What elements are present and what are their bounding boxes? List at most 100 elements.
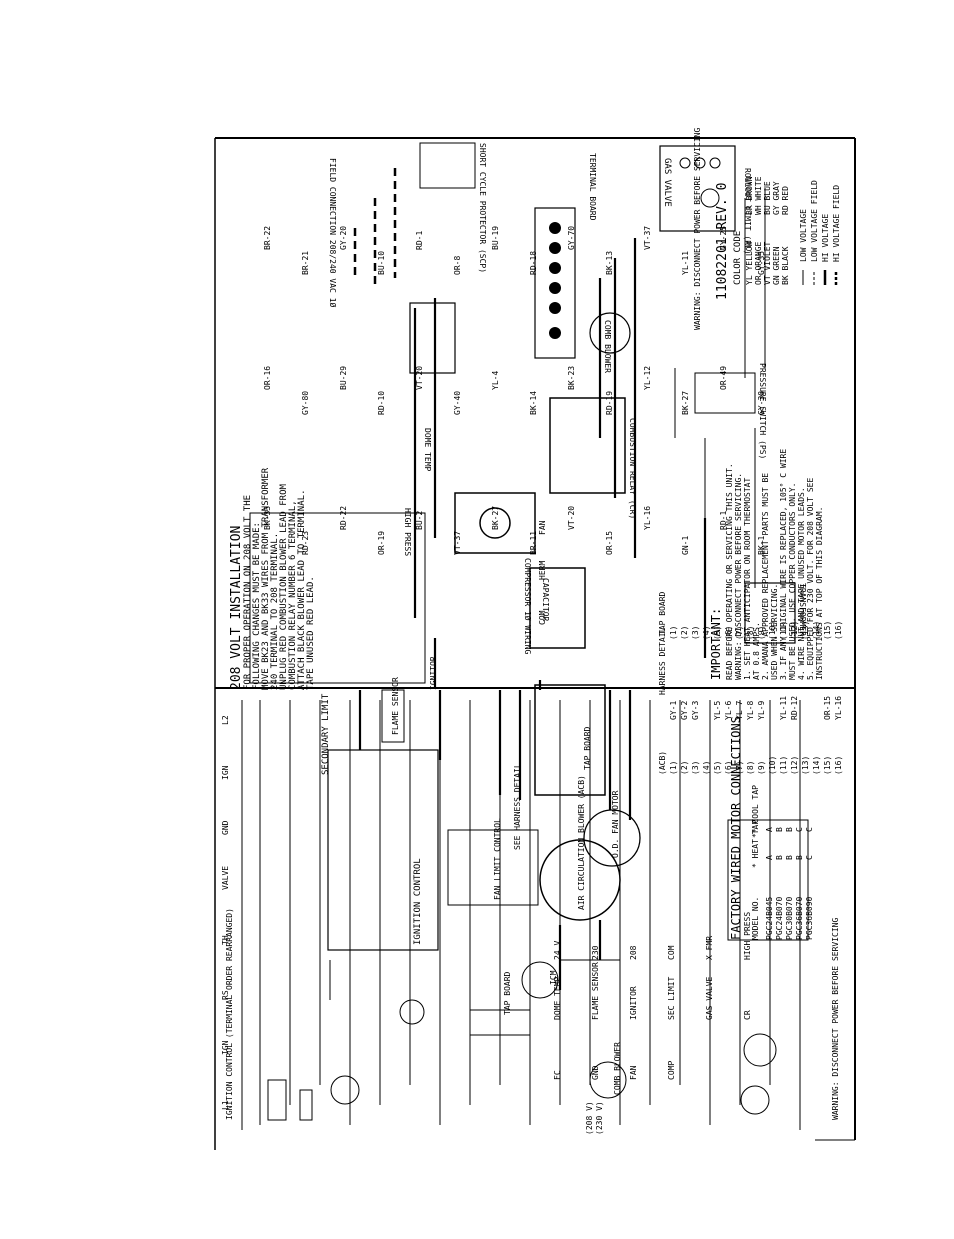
- ignition-control-box: [327, 749, 439, 951]
- lower-light-wires: [329, 950, 620, 1000]
- harness-tap-cell: (4): [702, 626, 711, 640]
- color-code-right: BR BROWN: [745, 176, 754, 215]
- wire-label: YL-16: [643, 506, 652, 530]
- ladder-misc-label: 24 V: [553, 941, 562, 960]
- ladder-tap-board: [469, 1009, 531, 1036]
- ladder-ps-symbol: [330, 1075, 360, 1105]
- harness-acb-cell: (11): [779, 756, 788, 775]
- motor-cool-cell: B: [785, 827, 794, 832]
- harness-acb-cell: (3): [691, 761, 700, 775]
- motor-heat-cell: C: [805, 855, 814, 860]
- wire-label: VT-20: [415, 366, 424, 390]
- ladder-volt-label: (230 V): [595, 1101, 604, 1135]
- wire-label: BR-22: [263, 226, 272, 250]
- scp-label: SHORT CYCLE PROTECTOR (SCP): [478, 143, 487, 273]
- harness-rows: (1)GY-1(1)(2)GY-2(2)(3)GY-3(3)(4)(4)(5)Y…: [669, 621, 843, 775]
- wire-label: GY-25: [719, 226, 728, 250]
- gas-valve-terminal-p: [679, 157, 691, 169]
- secondary-limit-label: SECONDARY LIMIT: [321, 693, 331, 775]
- wire-label: BK-27: [681, 391, 690, 415]
- color-code-right: BU BLUE: [763, 181, 772, 215]
- capacitor: [529, 567, 586, 649]
- important-line: 3. IF ANY ORIGINAL WIRE IS REPLACED, 105…: [779, 449, 788, 680]
- legend-label: LOW VOLTAGE: [799, 209, 808, 262]
- rollout-label: ROLLOUT LIMIT (RL): [743, 168, 752, 255]
- combustion-relay-box: [549, 397, 626, 494]
- title-block: 208 VOLT INSTALLATION FOR PROPER OPERATI…: [229, 467, 316, 690]
- warning-label: WARNING: DISCONNECT POWER BEFORE SERVICI…: [693, 128, 702, 330]
- ladder-volt-label: (208 V): [585, 1101, 594, 1135]
- harness-wire-cell: YL-11: [779, 696, 788, 720]
- capacitor-terminal: COM: [538, 610, 547, 625]
- harness-acb-head: (ACB): [658, 751, 667, 775]
- ladder-misc-label: COM: [667, 945, 676, 960]
- important-line: USED WHEN SERVICING.: [770, 584, 779, 680]
- fan-limit-label: FAN LIMIT CONTROL: [493, 818, 502, 900]
- transformer: [744, 582, 796, 644]
- wire-label: GY-40: [453, 391, 462, 415]
- important-line: 2. AMANA APPROVED REPLACEMENT PARTS MUST…: [761, 473, 770, 680]
- ladder-terminal: TH: [221, 935, 230, 945]
- harness-wire-cell: YL-6: [724, 701, 733, 720]
- flame-sensor-box: [381, 689, 405, 743]
- ladder-misc-label: IGNITOR: [629, 986, 638, 1020]
- harness-tap-cell: (8): [746, 626, 755, 640]
- wire-label: RD-18: [529, 251, 538, 275]
- wire-label: VT-37: [643, 226, 652, 250]
- wire-label: BU-29: [339, 366, 348, 390]
- harness-wire-cell: RD-12: [790, 696, 799, 720]
- ladder-misc-label: FC: [553, 1070, 562, 1080]
- harness-tap-cell: (2): [680, 626, 689, 640]
- ignitor-label: IGNITOR: [429, 656, 438, 690]
- wire-label: RD-1: [719, 511, 728, 530]
- ladder-comb-blower: [589, 1061, 627, 1099]
- important-heading: IMPORTANT:: [709, 608, 723, 680]
- pressure-switch-label: PRESSURE SWITCH (PS): [758, 363, 767, 459]
- harness-tap-head: TAP BOARD: [658, 591, 667, 635]
- ladder-warning: WARNING: DISCONNECT POWER BEFORE SERVICI…: [831, 918, 840, 1120]
- main-schematic: GAS VALVE ROLLOUT LIMIT (RL) TERMINAL BO…: [249, 142, 807, 688]
- ladder-icm-circle: [521, 961, 559, 999]
- important-line: 4. WIRE NUT AND TAPE UNUSED MOTOR LEADS.: [797, 487, 806, 680]
- important-line: INSTRUCTIONS AT TOP OF THIS DIAGRAM.: [815, 507, 824, 680]
- ladder-header-text: IGNITION CONTROL (TERMINAL ORDER REARRAN…: [225, 908, 234, 1120]
- harness-acb-cell: (12): [790, 756, 799, 775]
- gas-valve-terminal-m: [709, 157, 721, 169]
- harness-acb-cell: (9): [757, 761, 766, 775]
- ladder-misc-label: X FMR: [705, 936, 714, 960]
- scp-box: [419, 142, 476, 189]
- wire-label: BK-13: [605, 251, 614, 275]
- ladder-fan-symbol: [740, 1085, 770, 1115]
- transformer-label: TRANSFORMER: [798, 583, 807, 636]
- color-code-right: WH WHITE: [754, 176, 763, 215]
- flame-sensor-label: FLAME SENSOR: [391, 677, 400, 735]
- tap-board-box: [534, 684, 606, 796]
- motor-heat-cell: B: [775, 855, 784, 860]
- ladder-misc-label: SEC LIMIT: [667, 976, 676, 1020]
- title-line5: 240 TERMINAL TO 208 TERMINAL.: [270, 533, 280, 690]
- harness-tap-cell: (14): [812, 621, 821, 640]
- capacitor-label: CAPACITOR: [541, 578, 550, 622]
- harness-wire-cell: GY-3: [691, 701, 700, 720]
- wire-label: OR-19: [377, 531, 386, 555]
- harness-acb-cell: (14): [812, 756, 821, 775]
- title-line9: TAPE UNUSED RED LEAD.: [306, 576, 316, 690]
- harness-tap-cell: (16): [834, 621, 843, 640]
- motor-cool-cell: C: [805, 827, 814, 832]
- gas-valve-box: [659, 145, 736, 232]
- ladder-misc-label: 230: [591, 945, 600, 960]
- motor-cool-cell: B: [775, 827, 784, 832]
- wire-label: RD-23: [301, 531, 310, 555]
- pressure-switch-box: [694, 372, 756, 414]
- ladder-misc-label: FLAME SENSOR: [591, 962, 600, 1020]
- ladder-terminal: VALVE: [221, 866, 230, 890]
- color-code-left: GN GREEN: [772, 246, 781, 285]
- ladder-misc-label: COMP: [667, 1061, 676, 1080]
- motor-model-cell: PGC30B070: [785, 896, 794, 940]
- harness-tap-cell: (12): [790, 621, 799, 640]
- color-code-left: BK BLACK: [781, 246, 790, 285]
- important-box: [249, 512, 426, 684]
